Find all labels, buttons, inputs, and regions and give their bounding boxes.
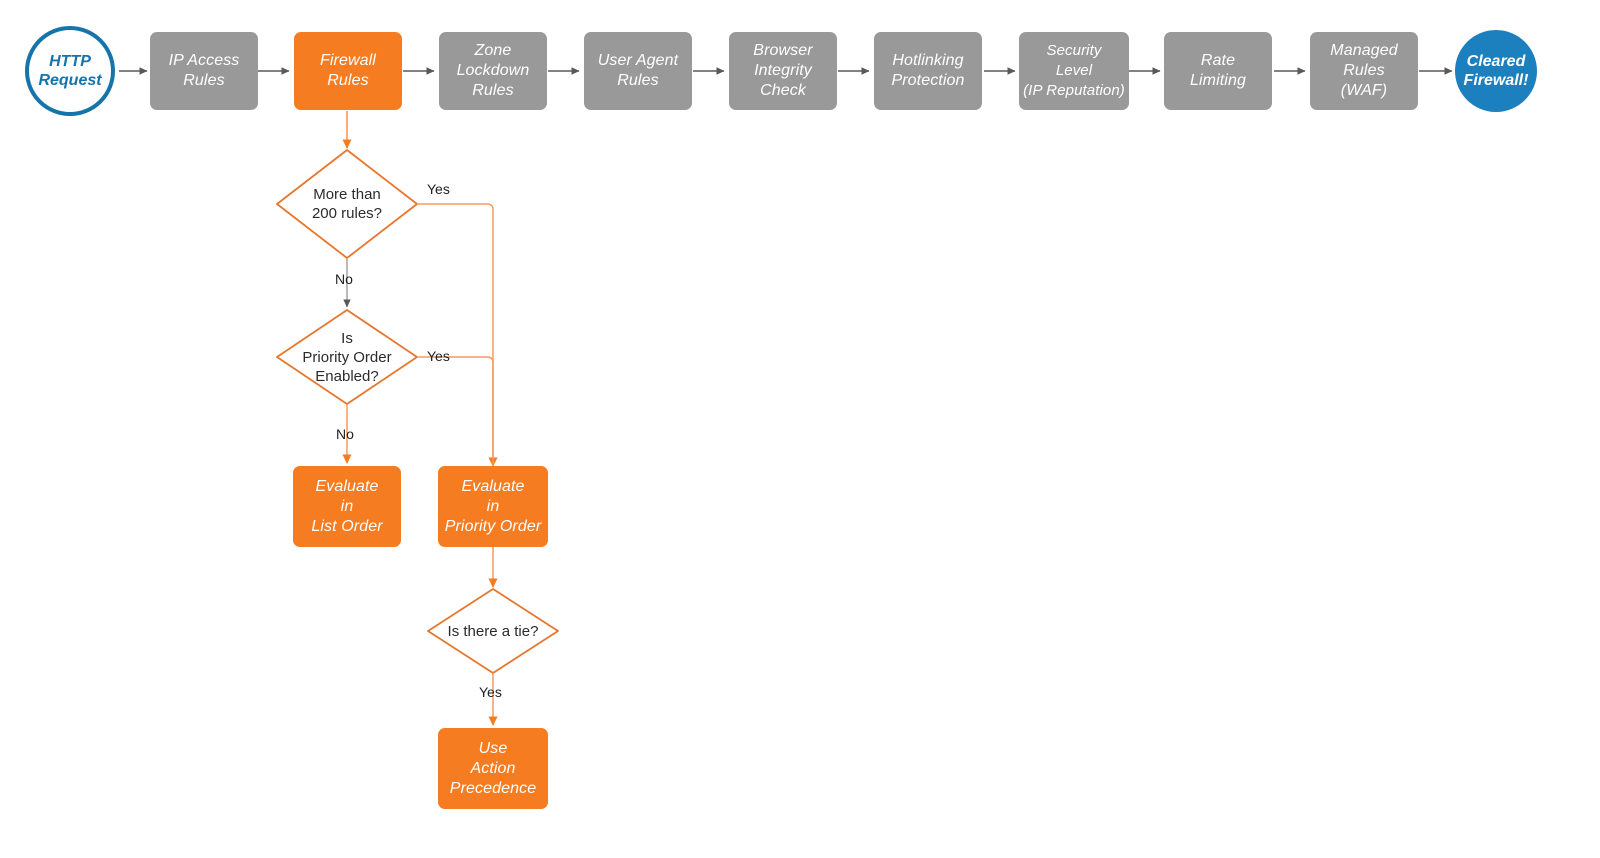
decision-more-than-200-rules-label: More than 200 rules? bbox=[311, 186, 383, 222]
node-firewall-rules-label: Firewall Rules bbox=[320, 52, 376, 89]
node-evaluate-list-order[interactable]: Evaluate in List Order bbox=[293, 466, 401, 547]
node-security-level-label: Security Level (IP Reputation) bbox=[1023, 42, 1125, 99]
edge-priority-order-yes bbox=[417, 356, 494, 466]
node-managed-rules-waf[interactable]: Managed Rules (WAF) bbox=[1310, 32, 1418, 110]
node-evaluate-priority-order-label: Evaluate in Priority Order bbox=[444, 477, 542, 535]
edge-label-tie-yes: Yes bbox=[479, 684, 502, 700]
node-evaluate-list-order-label: Evaluate in List Order bbox=[311, 477, 383, 535]
node-user-agent-rules-label: User Agent Rules bbox=[597, 52, 679, 89]
node-zone-lockdown-rules[interactable]: Zone Lockdown Rules bbox=[439, 32, 547, 110]
node-cleared-firewall-label: Cleared Firewall! bbox=[1463, 53, 1529, 89]
node-use-action-precedence[interactable]: Use Action Precedence bbox=[438, 728, 548, 809]
decision-is-there-a-tie-label: Is there a tie? bbox=[447, 622, 539, 640]
node-rate-limiting[interactable]: Rate Limiting bbox=[1164, 32, 1272, 110]
node-ip-access-rules[interactable]: IP Access Rules bbox=[150, 32, 258, 110]
node-managed-rules-waf-label: Managed Rules (WAF) bbox=[1330, 42, 1398, 99]
node-browser-integrity-check[interactable]: Browser Integrity Check bbox=[729, 32, 837, 110]
node-http-request-label: HTTP Request bbox=[38, 53, 102, 89]
node-ip-access-rules-label: IP Access Rules bbox=[168, 52, 240, 89]
edge-label-more-than-200-yes: Yes bbox=[427, 181, 450, 197]
node-security-level[interactable]: Security Level (IP Reputation) bbox=[1019, 32, 1129, 110]
decision-is-there-a-tie[interactable]: Is there a tie? bbox=[433, 617, 553, 645]
decision-priority-order-enabled-label: Is Priority Order Enabled? bbox=[302, 329, 392, 385]
node-user-agent-rules[interactable]: User Agent Rules bbox=[584, 32, 692, 110]
decision-more-than-200-rules[interactable]: More than 200 rules? bbox=[287, 180, 407, 228]
node-use-action-precedence-label: Use Action Precedence bbox=[449, 739, 537, 797]
node-hotlinking-protection-label: Hotlinking Protection bbox=[891, 52, 965, 89]
node-firewall-rules[interactable]: Firewall Rules bbox=[294, 32, 402, 110]
node-cleared-firewall[interactable]: Cleared Firewall! bbox=[1455, 30, 1537, 112]
edge-label-priority-order-no: No bbox=[336, 426, 354, 442]
edge-label-more-than-200-no: No bbox=[335, 271, 353, 287]
node-http-request[interactable]: HTTP Request bbox=[25, 26, 115, 116]
node-hotlinking-protection[interactable]: Hotlinking Protection bbox=[874, 32, 982, 110]
edge-label-priority-order-yes: Yes bbox=[427, 348, 450, 364]
node-rate-limiting-label: Rate Limiting bbox=[1190, 52, 1246, 89]
node-browser-integrity-check-label: Browser Integrity Check bbox=[753, 42, 813, 99]
edge-more-than-200-yes bbox=[417, 203, 498, 467]
node-zone-lockdown-rules-label: Zone Lockdown Rules bbox=[456, 42, 530, 99]
node-evaluate-priority-order[interactable]: Evaluate in Priority Order bbox=[438, 466, 548, 547]
decision-priority-order-enabled[interactable]: Is Priority Order Enabled? bbox=[285, 324, 409, 390]
